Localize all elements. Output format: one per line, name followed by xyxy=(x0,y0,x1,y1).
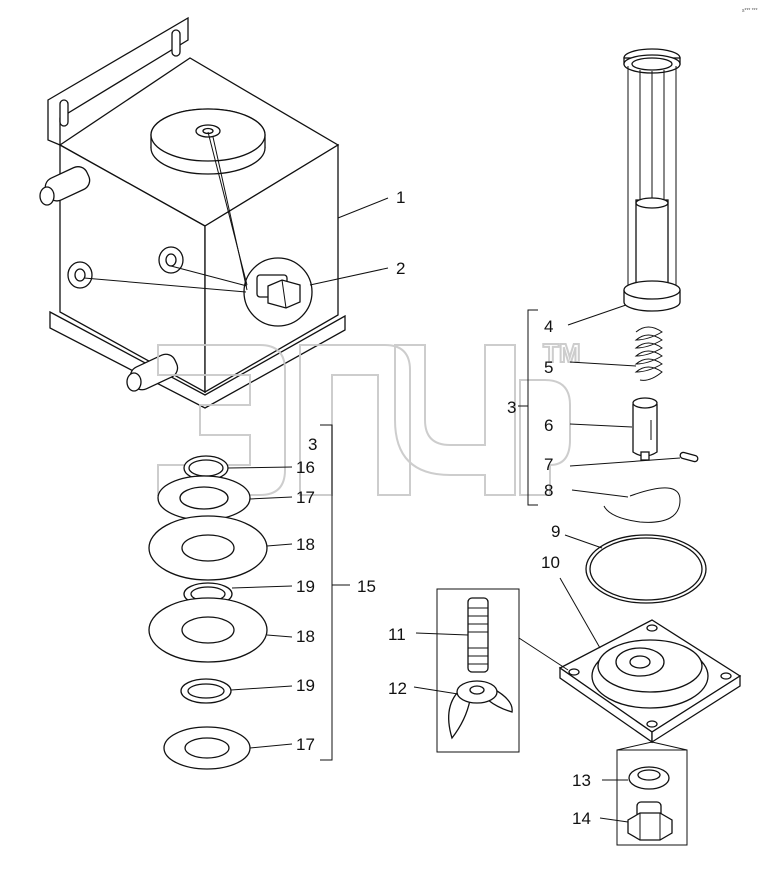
tank-body xyxy=(39,16,346,409)
leader-line-17b xyxy=(249,743,293,749)
lower-hose-fitting xyxy=(126,353,179,392)
leader-line-17a xyxy=(249,496,293,500)
group-bracket-3 xyxy=(527,309,538,506)
washer-17-lower-hole-icon xyxy=(184,737,230,759)
gasket-18-upper-hole-icon xyxy=(181,534,235,562)
wing-nut-icon xyxy=(448,680,513,740)
spacer-19-lower-hole-icon xyxy=(187,683,225,699)
filter-element xyxy=(623,48,681,312)
callout-6: 6 xyxy=(544,416,553,435)
callout-3a: 3 xyxy=(308,435,317,454)
watermark-tm: TM xyxy=(543,338,581,368)
callout-7: 7 xyxy=(544,455,553,474)
leader-line-19a xyxy=(231,585,293,589)
corner-mark: s*** *** xyxy=(742,8,758,14)
leader-line-8 xyxy=(571,489,629,498)
gasket-18-lower-hole-icon xyxy=(181,616,235,644)
leader-line-10 xyxy=(559,577,601,649)
fastener-detail-box xyxy=(436,588,520,753)
leader-line-14 xyxy=(599,817,629,823)
pin-icon xyxy=(679,451,699,463)
plug-detail-box xyxy=(616,749,688,846)
callout-19b: 19 xyxy=(296,676,315,695)
leader-line-4 xyxy=(567,304,627,326)
callout-18b: 18 xyxy=(296,627,315,646)
snap-ring-inner-icon xyxy=(188,459,224,477)
mounting-bracket-bottom xyxy=(49,310,346,409)
callout-13: 13 xyxy=(572,771,591,790)
callout-15: 15 xyxy=(357,577,376,596)
threaded-stud-icon xyxy=(467,597,489,673)
callout-16: 16 xyxy=(296,458,315,477)
leader-line-1 xyxy=(337,197,389,219)
leader-line-11 xyxy=(415,632,469,636)
leader-line-19b xyxy=(230,685,293,691)
o-ring-inner-icon xyxy=(589,537,703,601)
side-boss-hole-icon xyxy=(165,253,177,267)
watermark: TM xyxy=(157,337,582,496)
callout-12: 12 xyxy=(388,679,407,698)
callout-1: 1 xyxy=(396,188,405,207)
callout-18a: 18 xyxy=(296,535,315,554)
plug-pointer-line xyxy=(616,741,653,751)
leader-line-6 xyxy=(569,423,633,428)
drain-bolt-icon xyxy=(627,801,673,841)
callout-3b: 3 xyxy=(507,398,516,417)
callout-9: 9 xyxy=(551,522,560,541)
callout-10: 10 xyxy=(541,553,560,572)
leader-line xyxy=(170,265,248,287)
leader-line-12 xyxy=(413,686,459,695)
leader-line-9 xyxy=(564,534,603,549)
valve-plunger-icon xyxy=(632,397,658,461)
callout-17a: 17 xyxy=(296,488,315,507)
callout-17b: 17 xyxy=(296,735,315,754)
leader-line-2 xyxy=(309,267,389,286)
plug-pointer-line xyxy=(651,741,688,751)
leader-line xyxy=(212,136,248,291)
bracket-slot-icon xyxy=(59,99,69,127)
callout-19a: 19 xyxy=(296,577,315,596)
callout-2: 2 xyxy=(396,259,405,278)
bracket-slot-icon xyxy=(171,29,181,57)
callout-11: 11 xyxy=(388,625,406,644)
upper-hose-fitting xyxy=(39,166,91,206)
washer-17-hole-icon xyxy=(179,486,229,510)
callout-14: 14 xyxy=(572,809,591,828)
sealing-washer-icon xyxy=(628,766,670,790)
callout-5: 5 xyxy=(544,358,553,377)
callout-4: 4 xyxy=(544,317,553,336)
retaining-ring-icon xyxy=(603,487,681,523)
spring-icon xyxy=(634,326,663,381)
group-bracket-15 xyxy=(320,424,333,761)
side-boss-hole-icon xyxy=(74,268,86,282)
leader-line-18b xyxy=(266,634,293,638)
drain-plug-icon xyxy=(256,274,301,309)
leader-line-18a xyxy=(266,543,293,547)
fastener-pointer-line xyxy=(518,637,569,671)
leader-line xyxy=(83,277,247,293)
leader-line-5 xyxy=(569,361,637,367)
leader-line-7 xyxy=(569,457,681,467)
callout-8: 8 xyxy=(544,481,553,500)
mounting-flange-icon xyxy=(558,619,742,744)
leader-line-16 xyxy=(227,466,293,469)
